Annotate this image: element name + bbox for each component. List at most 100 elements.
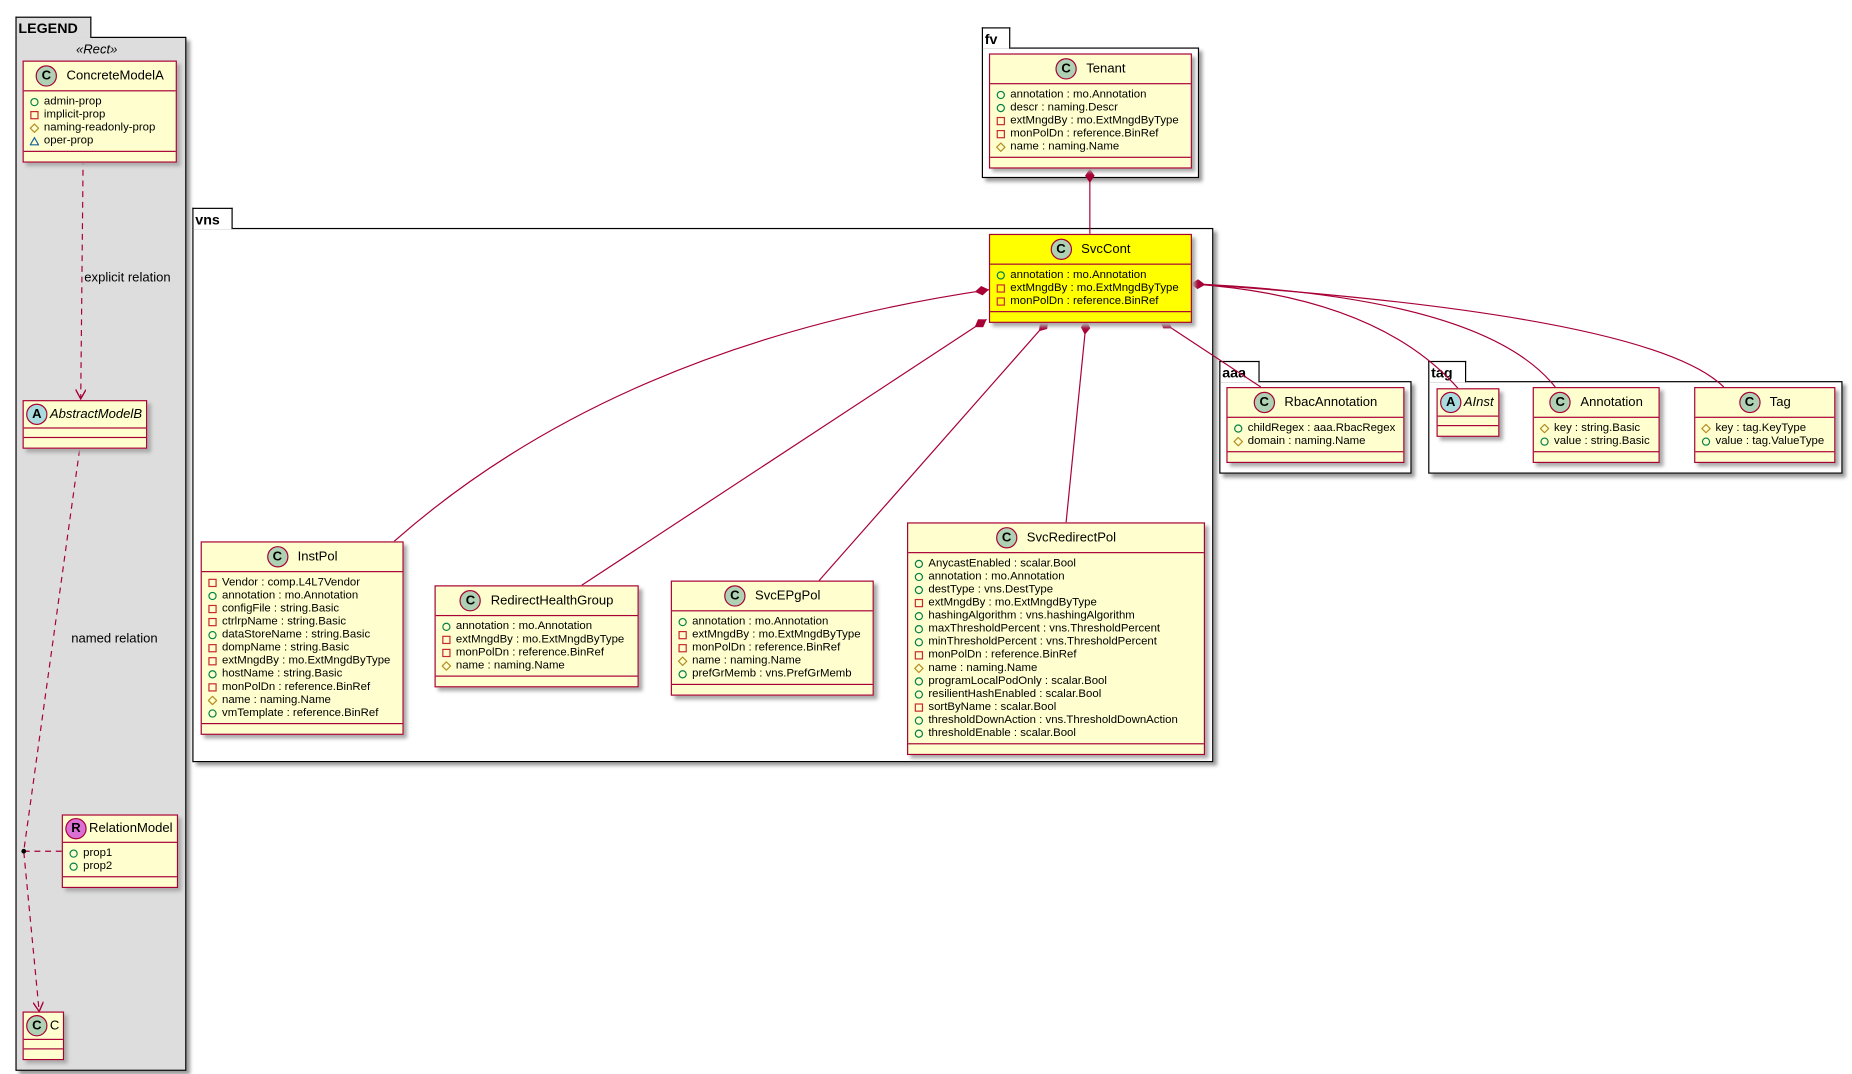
class-attribute: annotation : mo.Annotation — [996, 268, 1186, 281]
class-attribute: extMngdBy : mo.ExtMngdByType — [996, 114, 1186, 127]
attribute-text: key : tag.KeyType — [1715, 421, 1807, 435]
attribute-text: implicit-prop — [43, 108, 106, 122]
package-aaa-label: aaa — [1218, 360, 1260, 383]
class-methods — [672, 685, 873, 694]
class-name: Tag — [1769, 395, 1791, 410]
class-methods — [1695, 452, 1834, 461]
class-attribute: configFile : string.Basic — [208, 602, 398, 615]
class-icon: C — [35, 65, 58, 87]
attribute-text: destType : vns.DestType — [928, 582, 1054, 596]
private-icon — [208, 643, 217, 652]
attribute-text: annotation : mo.Annotation — [455, 619, 593, 633]
class-name: AInst — [1463, 395, 1494, 410]
class-attribute: oper-prop — [29, 134, 171, 147]
attribute-text: extMngdBy : mo.ExtMngdByType — [1010, 113, 1179, 128]
private-icon — [678, 643, 687, 652]
private-icon — [996, 296, 1005, 306]
class-attribute: hashingAlgorithm : vns.hashingAlgorithm — [914, 609, 1199, 622]
class-attribute: sortByName : scalar.Bool — [914, 700, 1199, 714]
public-icon — [442, 622, 451, 631]
attribute-text: value : string.Basic — [1554, 434, 1650, 448]
class-attribute: programLocalPodOnly : scalar.Bool — [914, 674, 1199, 687]
class-methods — [202, 724, 403, 733]
class-attribute: annotation : mo.Annotation — [208, 589, 398, 602]
attribute-text: monPolDn : reference.BinRef — [1010, 127, 1159, 141]
private-icon — [996, 129, 1005, 138]
attribute-text: prop2 — [83, 859, 113, 873]
protected-icon — [677, 655, 688, 666]
class-attribute: value : tag.ValueType — [1701, 435, 1829, 448]
class-attribute: admin-prop — [30, 95, 171, 108]
attribute-text: monPolDn : reference.BinRef — [222, 680, 371, 694]
public-icon — [1234, 423, 1243, 433]
class-name: AbstractModelB — [49, 407, 143, 422]
public-icon — [996, 270, 1005, 279]
private-icon — [208, 656, 217, 665]
class-attributes — [1437, 417, 1499, 427]
class-attribute: annotation : mo.Annotation — [996, 88, 1186, 101]
class-methods — [1534, 452, 1659, 461]
attribute-text: prefGrMemb : vns.PrefGrMemb — [692, 667, 852, 681]
public-icon — [996, 90, 1005, 99]
class-attribute: monPolDn : reference.BinRef — [996, 294, 1186, 307]
private-icon — [914, 702, 924, 712]
attribute-text: value : tag.ValueType — [1715, 434, 1825, 448]
protected-icon — [441, 660, 452, 671]
public-icon — [208, 669, 217, 678]
class-attribute: minThresholdPercent : vns.ThresholdPerce… — [914, 635, 1199, 648]
attribute-text: annotation : mo.Annotation — [222, 588, 359, 602]
public-icon — [996, 103, 1005, 112]
attribute-text: hostName : string.Basic — [222, 667, 343, 681]
class-attribute: ctrlrpName : string.Basic — [208, 615, 398, 628]
attribute-text: domain : naming.Name — [1247, 434, 1366, 448]
class-name: Annotation — [1580, 395, 1643, 410]
class-attribute: name : naming.Name — [677, 654, 868, 668]
class-name: InstPol — [297, 549, 338, 564]
attribute-text: configFile : string.Basic — [222, 601, 340, 615]
class-icon: C — [995, 527, 1018, 549]
private-icon — [996, 283, 1005, 293]
class-methods — [1438, 426, 1499, 435]
private-icon — [442, 635, 451, 644]
class-attribute: extMngdBy : mo.ExtMngdByType — [442, 633, 633, 646]
attribute-text: name : naming.Name — [692, 654, 802, 668]
attribute-text: annotation : mo.Annotation — [692, 614, 829, 629]
attribute-text: name : naming.Name — [222, 693, 331, 707]
public-icon — [208, 591, 217, 600]
attribute-text: name : naming.Name — [455, 658, 565, 672]
class-attribute: monPolDn : reference.BinRef — [208, 680, 398, 693]
class-name: SvcCont — [1081, 242, 1131, 257]
public-icon — [678, 617, 687, 626]
class-icon: C — [1253, 391, 1275, 414]
attribute-text: name : naming.Name — [1010, 140, 1120, 154]
attribute-text: resilientHashEnabled : scalar.Bool — [928, 687, 1102, 701]
class-attribute: monPolDn : reference.BinRef — [678, 641, 868, 654]
protected-icon — [996, 141, 1006, 152]
attribute-text: monPolDn : reference.BinRef — [928, 648, 1077, 662]
